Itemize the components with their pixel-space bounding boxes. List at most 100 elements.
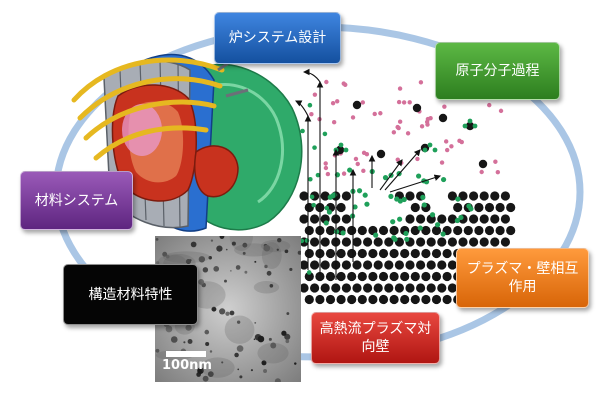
precipitate-spot (231, 241, 236, 246)
dislocation-shade (200, 357, 235, 378)
precipitate-spot (244, 270, 248, 274)
precipitate-spot (170, 336, 178, 343)
particle-dot (361, 168, 366, 174)
lattice-atom (352, 260, 362, 270)
lattice-atom (458, 191, 468, 201)
lattice-atom (341, 260, 351, 270)
lattice-atom (363, 283, 373, 293)
lattice-atom (410, 225, 420, 236)
particle-dot (360, 100, 366, 105)
ion-dot (308, 176, 313, 182)
lattice-atom (405, 214, 415, 224)
lattice-atom (431, 294, 442, 305)
precipitate-spot (284, 249, 289, 254)
particle-dot (325, 171, 331, 177)
lattice-atom (357, 294, 367, 305)
ion-dot (307, 102, 313, 108)
ion-dot (401, 196, 407, 203)
heavy-atom (376, 149, 386, 159)
precipitate-spot (239, 375, 243, 379)
ion-dot (338, 142, 344, 148)
dislocation-shade (224, 315, 255, 344)
lattice-atom (479, 214, 489, 224)
lattice-atom (363, 237, 373, 247)
precipitate-spot (253, 338, 256, 341)
lattice-atom (400, 248, 410, 259)
precipitate-spot (219, 308, 226, 315)
precipitate-spot (263, 244, 271, 252)
lattice-atom (394, 283, 404, 293)
lattice-atom (325, 225, 336, 236)
particle-dot (355, 161, 360, 167)
lattice-atom (347, 248, 357, 259)
lattice-atom (347, 271, 357, 282)
precipitate-spot (230, 270, 232, 272)
ion-dot (417, 225, 423, 231)
lattice-atom (437, 283, 447, 293)
lattice-atom (310, 214, 320, 224)
particle-dot (415, 156, 420, 162)
ion-dot (333, 229, 340, 235)
lattice-atom (373, 260, 383, 270)
precipitate-spot (202, 375, 209, 382)
ion-dot (356, 188, 363, 194)
particle-dot (405, 131, 411, 136)
lattice-atom (474, 202, 484, 213)
lattice-atom (336, 202, 346, 213)
lattice-atom (426, 260, 436, 270)
lattice-atom (352, 237, 362, 247)
lattice-atom (384, 283, 394, 293)
lattice-atom (474, 225, 484, 236)
dislocation-shade (260, 239, 291, 253)
lattice-atom (506, 202, 516, 213)
lattice-atom (500, 237, 510, 247)
lattice-atom (416, 237, 426, 247)
dislocation-shade (253, 281, 280, 294)
particle-dot (331, 120, 337, 125)
ion-dot (309, 194, 315, 200)
lattice-atom (299, 283, 309, 293)
heavy-atom (412, 103, 422, 113)
particle-dot (439, 160, 445, 165)
lattice-atom (341, 214, 351, 224)
lattice-atom (304, 271, 314, 282)
particle-dot (479, 169, 484, 175)
precipitate-spot (236, 320, 241, 324)
precipitate-spot (204, 329, 210, 335)
ion-dot (466, 203, 472, 209)
precipitate-spot (289, 267, 293, 271)
ion-dot (429, 212, 436, 218)
furnace-system-design-box: 炉システム設計 (214, 12, 341, 64)
ion-dot (467, 118, 473, 124)
ion-dot (472, 123, 478, 129)
particle-dot (395, 157, 400, 162)
precipitate-spot (202, 267, 209, 273)
ion-dot (388, 193, 394, 200)
lattice-atom (389, 225, 399, 236)
lattice-atom (437, 214, 447, 224)
precipitate-spot (190, 241, 197, 248)
precipitate-spot (294, 362, 297, 365)
precipitate-spot (185, 324, 192, 331)
precipitate-spot (235, 265, 241, 270)
lattice-atom (495, 225, 505, 236)
lattice-atom (378, 294, 389, 305)
ion-dot (440, 231, 446, 237)
lattice-atom (299, 214, 309, 224)
particle-dot (341, 81, 346, 86)
ion-dot (304, 238, 310, 243)
heavy-atom (478, 159, 488, 169)
lattice-atom (310, 283, 320, 293)
dislocation-shade (257, 342, 289, 364)
ion-dot (390, 219, 396, 225)
lattice-atom (325, 294, 336, 305)
material-system-box: 材料システム (20, 171, 133, 230)
ion-dot (326, 209, 333, 215)
lattice-atom (437, 260, 447, 270)
ion-dot (323, 220, 329, 226)
lattice-atom (484, 202, 495, 213)
precipitate-spot (264, 264, 268, 269)
precipitate-spot (254, 260, 257, 263)
lattice-atom (378, 271, 389, 282)
precipitate-spot (274, 378, 281, 382)
